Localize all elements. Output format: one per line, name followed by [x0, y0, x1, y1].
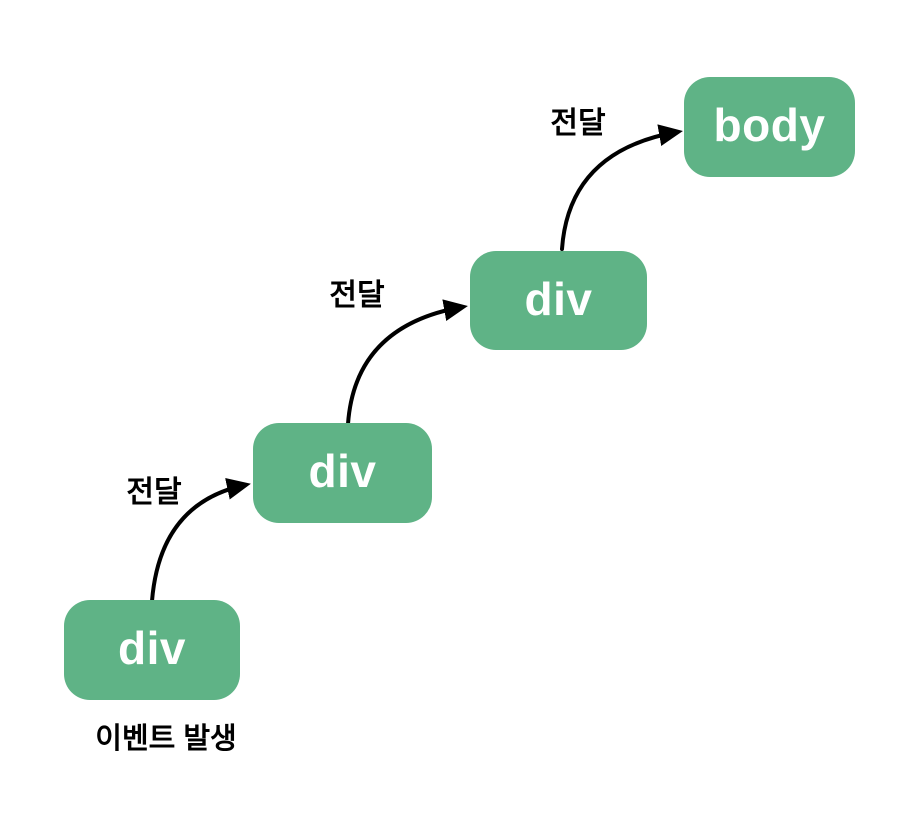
node-body-label: body [713, 99, 826, 151]
node-div-3-label: div [524, 272, 593, 325]
node-body: body [684, 77, 855, 177]
node-div-1: div [64, 600, 240, 700]
edge-label-1: 전달 [126, 476, 182, 509]
edge-arrow-3 [560, 124, 683, 251]
node-div-3: div [470, 251, 647, 350]
edge-label-2: 전달 [329, 279, 385, 312]
node-div-2-label: div [308, 445, 377, 497]
edge-arrow-2 [346, 299, 468, 426]
node-div-2: div [253, 423, 432, 523]
event-origin-caption: 이벤트 발생 [95, 723, 237, 755]
node-div-1-label: div [118, 622, 186, 674]
edge-label-3: 전달 [550, 107, 606, 140]
